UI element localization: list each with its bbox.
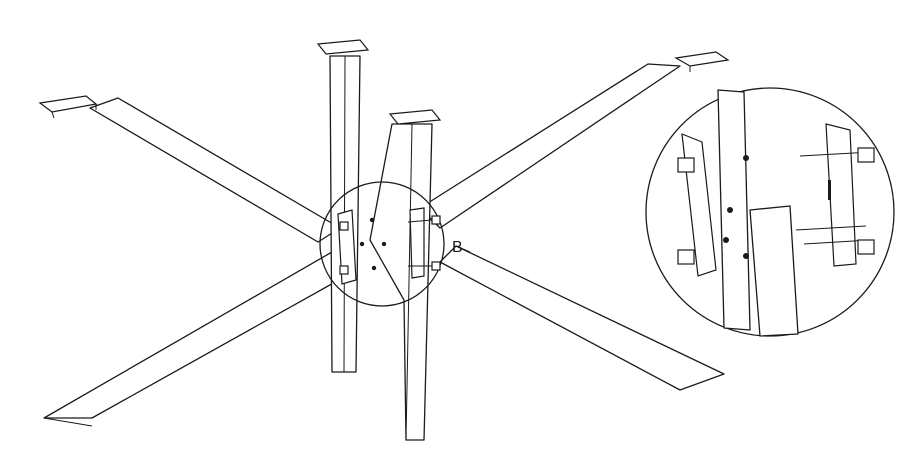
detail-bolt-hole — [723, 237, 729, 243]
bolt-hole — [381, 241, 387, 247]
detail-post-left — [717, 89, 751, 331]
detail-slot — [828, 180, 831, 200]
right-upper-arm — [419, 51, 730, 229]
detail-hex-nut — [857, 239, 875, 255]
detail-hex-nut — [677, 249, 695, 265]
detail-bolt-hole — [727, 207, 733, 213]
top-mount-plate-back — [316, 39, 370, 55]
detail-bolt-hole — [743, 253, 749, 259]
detail-circle-b — [319, 181, 445, 307]
detail-callout-label: B — [452, 239, 463, 256]
left-upper-arm — [38, 95, 341, 243]
detail-view-b — [645, 87, 895, 337]
hex-nut — [339, 221, 349, 231]
hex-nut — [431, 261, 441, 271]
bolt-hole — [371, 265, 377, 271]
top-mount-plate-front — [388, 109, 442, 125]
top-mount-plate-right — [674, 51, 730, 67]
central-connection — [319, 181, 445, 307]
hex-nut — [431, 215, 441, 225]
front-diagonal-post — [369, 109, 442, 441]
top-mount-plate-left — [38, 95, 98, 113]
detail-bolt-hole — [743, 155, 749, 161]
bracket-right — [409, 207, 425, 279]
right-lower-arm — [439, 245, 725, 391]
hex-nut — [339, 265, 349, 275]
bolt-hole — [359, 241, 365, 247]
detail-post-right — [749, 205, 799, 337]
detail-hex-nut — [857, 147, 875, 163]
detail-bracket-right — [825, 123, 857, 267]
detail-hex-nut — [677, 157, 695, 173]
left-lower-arm — [43, 251, 347, 427]
bolt-hole — [369, 217, 375, 223]
